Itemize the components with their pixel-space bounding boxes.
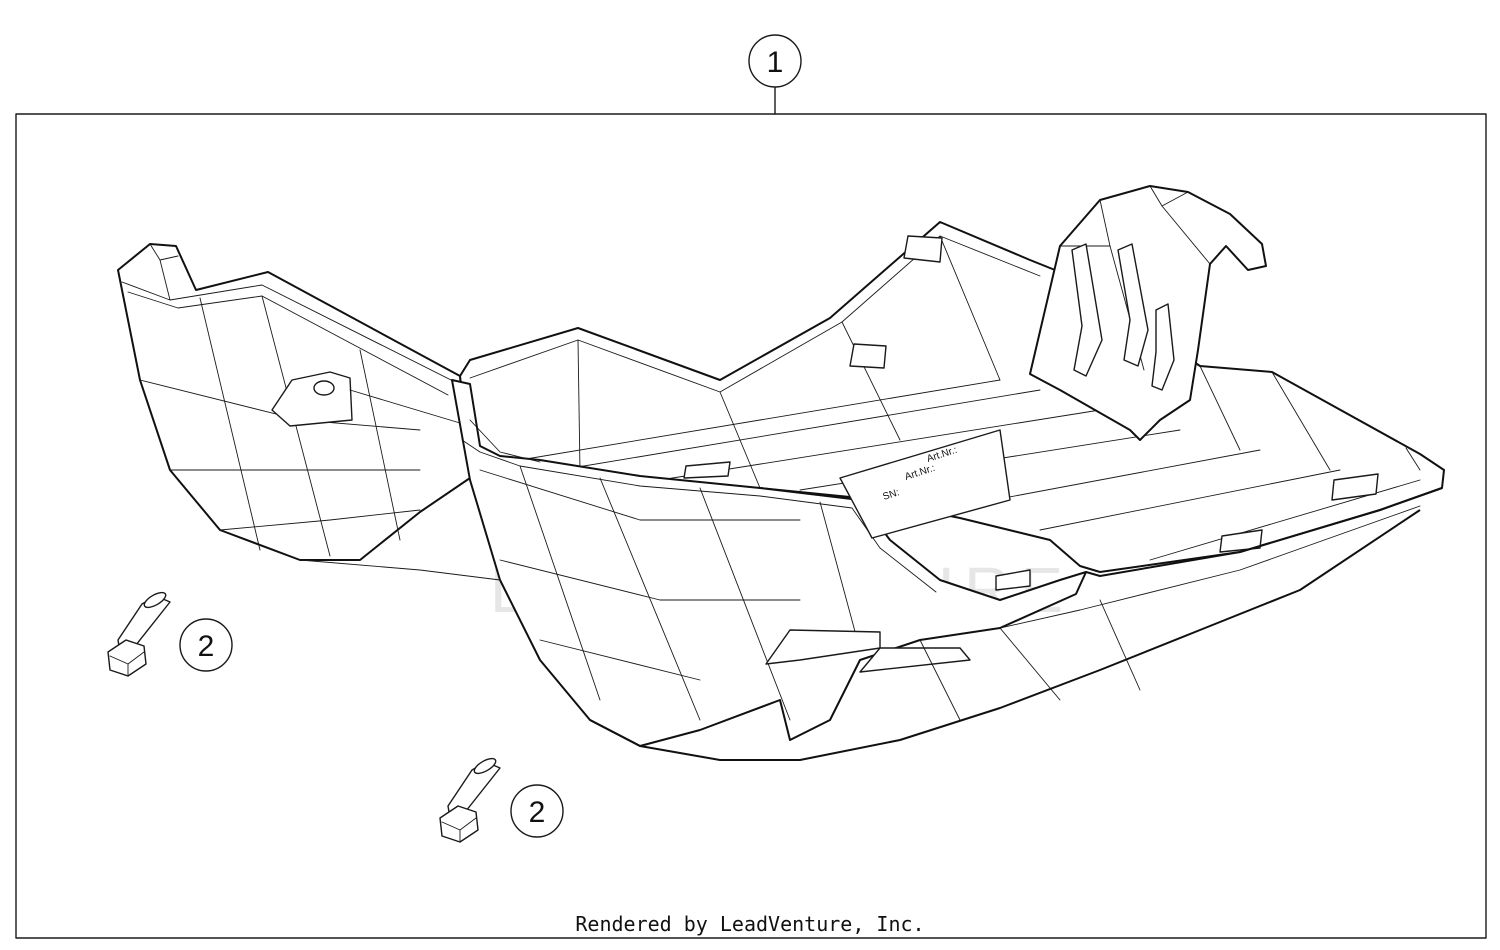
footer-credit: Rendered by LeadVenture, Inc. (575, 912, 925, 936)
part-number-stamp: Art.Nr.: Art.Nr.: SN: (839, 429, 1011, 539)
callout-2a[interactable]: 2 (179, 618, 233, 672)
svg-text:2: 2 (529, 796, 546, 829)
svg-text:SN:: SN: (882, 487, 901, 503)
callout-1[interactable]: 1 (748, 34, 802, 88)
kit-frame (15, 113, 1487, 939)
bolt-b[interactable] (439, 756, 501, 843)
svg-text:1: 1 (767, 46, 784, 79)
svg-text:2: 2 (198, 630, 215, 663)
skid-plate: Art.Nr.: Art.Nr.: SN: (117, 185, 1445, 761)
bolt-a[interactable] (107, 590, 171, 677)
callout-2b[interactable]: 2 (510, 784, 564, 838)
